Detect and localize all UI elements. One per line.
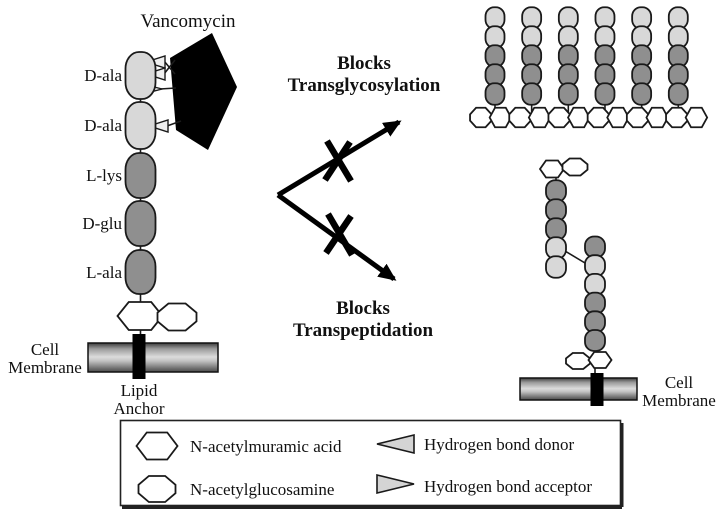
residue-label: L-ala [86,263,122,282]
blocks-transglycosylation-label: Transglycosylation [288,75,441,96]
peptide-chain [124,51,157,295]
n-acetylmuramic-acid-icon [135,431,179,461]
n-acetylmuramic-acid-icon [488,106,513,129]
cell-membrane-label: Cell [665,373,694,392]
peptide-unit-dark [124,249,157,295]
cell-membrane-bar [87,342,219,373]
residue-label: D-ala [84,116,122,135]
peptide-unit-light [124,101,157,150]
n-acetylmuramic-acid-icon [116,301,164,331]
legend-label: Hydrogen bond acceptor [424,477,592,496]
hydrogen-bond-donor-icon [146,119,169,133]
n-acetylglucosamine-icon [561,157,589,177]
peptide-unit-dark [124,200,157,247]
hydrogen-bond-acceptor-icon [376,473,415,495]
n-acetylmuramic-acid-icon [684,106,709,129]
center-annotations: Blocks Transglycosylation Blocks Transpe… [276,53,441,341]
n-acetylmuramic-acid-icon [567,106,591,129]
n-acetylglucosamine-icon [469,106,493,129]
lipid-anchor-label: Lipid [121,381,158,400]
transpeptidation-product: Cell Membrane [519,157,716,410]
legend-symbols [135,431,415,503]
n-acetylmuramic-acid-icon [527,106,552,129]
peptide-unit-dark [484,82,506,106]
n-acetylglucosamine-icon [547,106,571,129]
peptide-unit-dark [631,82,653,106]
legend-box [119,419,622,507]
n-acetylglucosamine-icon [137,475,177,503]
cell-membrane-label: Cell [31,340,60,359]
legend: N-acetylmuramic acid N-acetylglucosamine… [119,419,624,509]
residue-label: D-glu [82,214,122,233]
peptide-unit-dark [594,82,616,106]
sugar-pair [116,301,198,332]
peptide-unit-dark [667,82,689,106]
cell-membrane-label: Membrane [8,358,82,377]
transglycosylation-product [469,6,709,129]
residue-label: D-ala [84,66,122,85]
cell-membrane-label: Membrane [642,391,716,410]
n-acetylglucosamine-icon [156,302,198,332]
vancomycin-label: Vancomycin [141,11,236,32]
legend-label: Hydrogen bond donor [424,435,574,454]
n-acetylmuramic-acid-icon [538,159,566,179]
n-acetylmuramic-acid-icon [645,106,669,129]
blocks-transpeptidation-label: Transpeptidation [293,320,434,341]
peptide-unit-light [124,51,157,100]
n-acetylmuramic-acid-icon [606,106,630,129]
peptide-unit-dark [124,152,157,199]
n-acetylglucosamine-icon [586,106,611,129]
block-x-mark [322,139,354,183]
peptide-unit-dark [584,329,606,352]
block-x-mark [323,212,355,257]
lipid-anchor [132,334,146,379]
hydrogen-bond-donor-icon [376,433,415,455]
n-acetylglucosamine-icon [625,106,650,129]
legend-label: N-acetylmuramic acid [190,437,342,456]
n-acetylmuramic-acid-icon [587,351,613,369]
cell-membrane-bar [519,377,638,401]
peptide-unit-light [545,255,567,279]
lipid-anchor [590,373,604,406]
blocks-transpeptidation-label: Blocks [336,298,390,319]
n-acetylglucosamine-icon [565,352,591,370]
lipid-anchor-label: Anchor [114,399,165,418]
peptide-unit-dark [557,82,579,106]
left-structure: Vancomycin D-ala D-ala L-lys D-glu L-ala [8,11,237,418]
residue-label: L-lys [86,166,122,185]
n-acetylglucosamine-icon [665,106,689,129]
peptide-unit-dark [521,82,543,106]
blocks-transglycosylation-label: Blocks [337,53,391,74]
n-acetylglucosamine-icon [508,106,532,129]
vancomycin-molecule [170,33,237,150]
legend-label: N-acetylglucosamine [190,480,334,499]
